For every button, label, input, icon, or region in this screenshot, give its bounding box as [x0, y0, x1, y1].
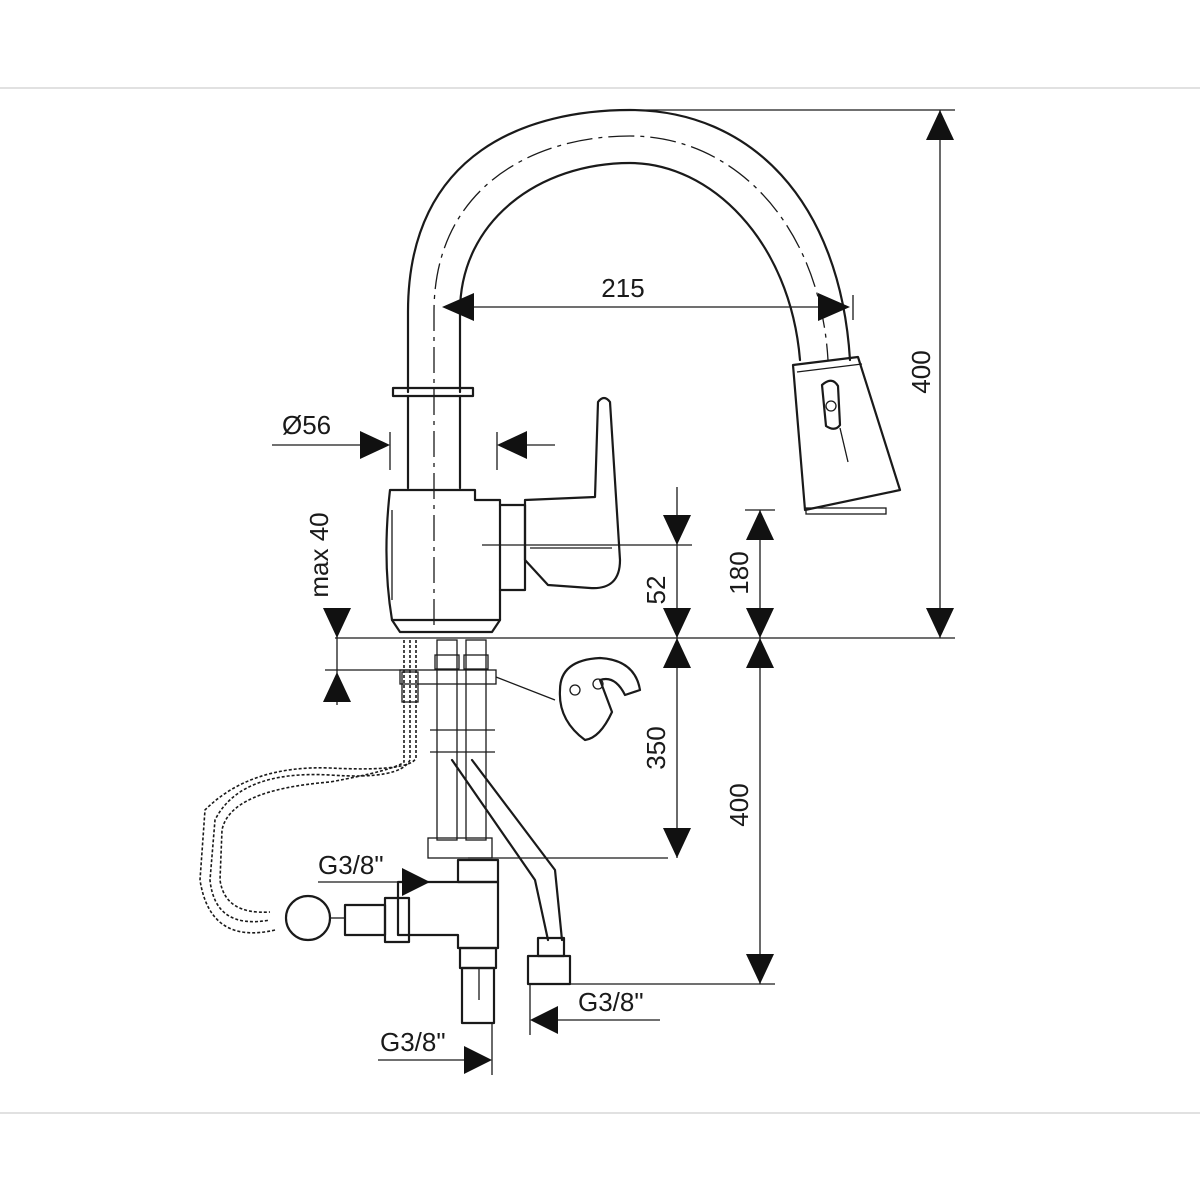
dimension-350 [663, 638, 691, 858]
label-thread-right: G3/8" [578, 987, 644, 1017]
dimension-400-height [620, 109, 955, 638]
label-pullout-hose-length: 400 [724, 783, 754, 826]
dimension-180 [745, 509, 775, 638]
dimension-diameter [272, 431, 555, 470]
label-supply-hose-length: 350 [641, 726, 671, 769]
dimension-215 [442, 293, 854, 321]
thread-marker-bottom [378, 1023, 493, 1075]
label-thread-bottom: G3/8" [380, 1027, 446, 1057]
dimension-52 [663, 487, 691, 638]
thread-marker-left [318, 868, 430, 896]
lever-handle [523, 396, 622, 590]
thread-marker-right [529, 984, 660, 1035]
dimension-400-hose [570, 638, 775, 985]
label-body-diameter: Ø56 [282, 410, 331, 440]
spray-head [791, 355, 902, 515]
diverter-valve [343, 858, 572, 1025]
spout [406, 108, 852, 625]
mounting-hardware [399, 656, 642, 742]
supply-hoses [427, 639, 668, 942]
pullout-hose [199, 640, 419, 942]
label-thread-left: G3/8" [318, 850, 384, 880]
label-lever-height: 52 [641, 576, 671, 605]
label-spout-reach: 215 [601, 273, 644, 303]
dimension-max-40 [323, 608, 410, 705]
label-total-height: 400 [906, 350, 936, 393]
label-outlet-height: 180 [724, 551, 754, 594]
label-max-counter-thickness: max 40 [304, 512, 334, 597]
